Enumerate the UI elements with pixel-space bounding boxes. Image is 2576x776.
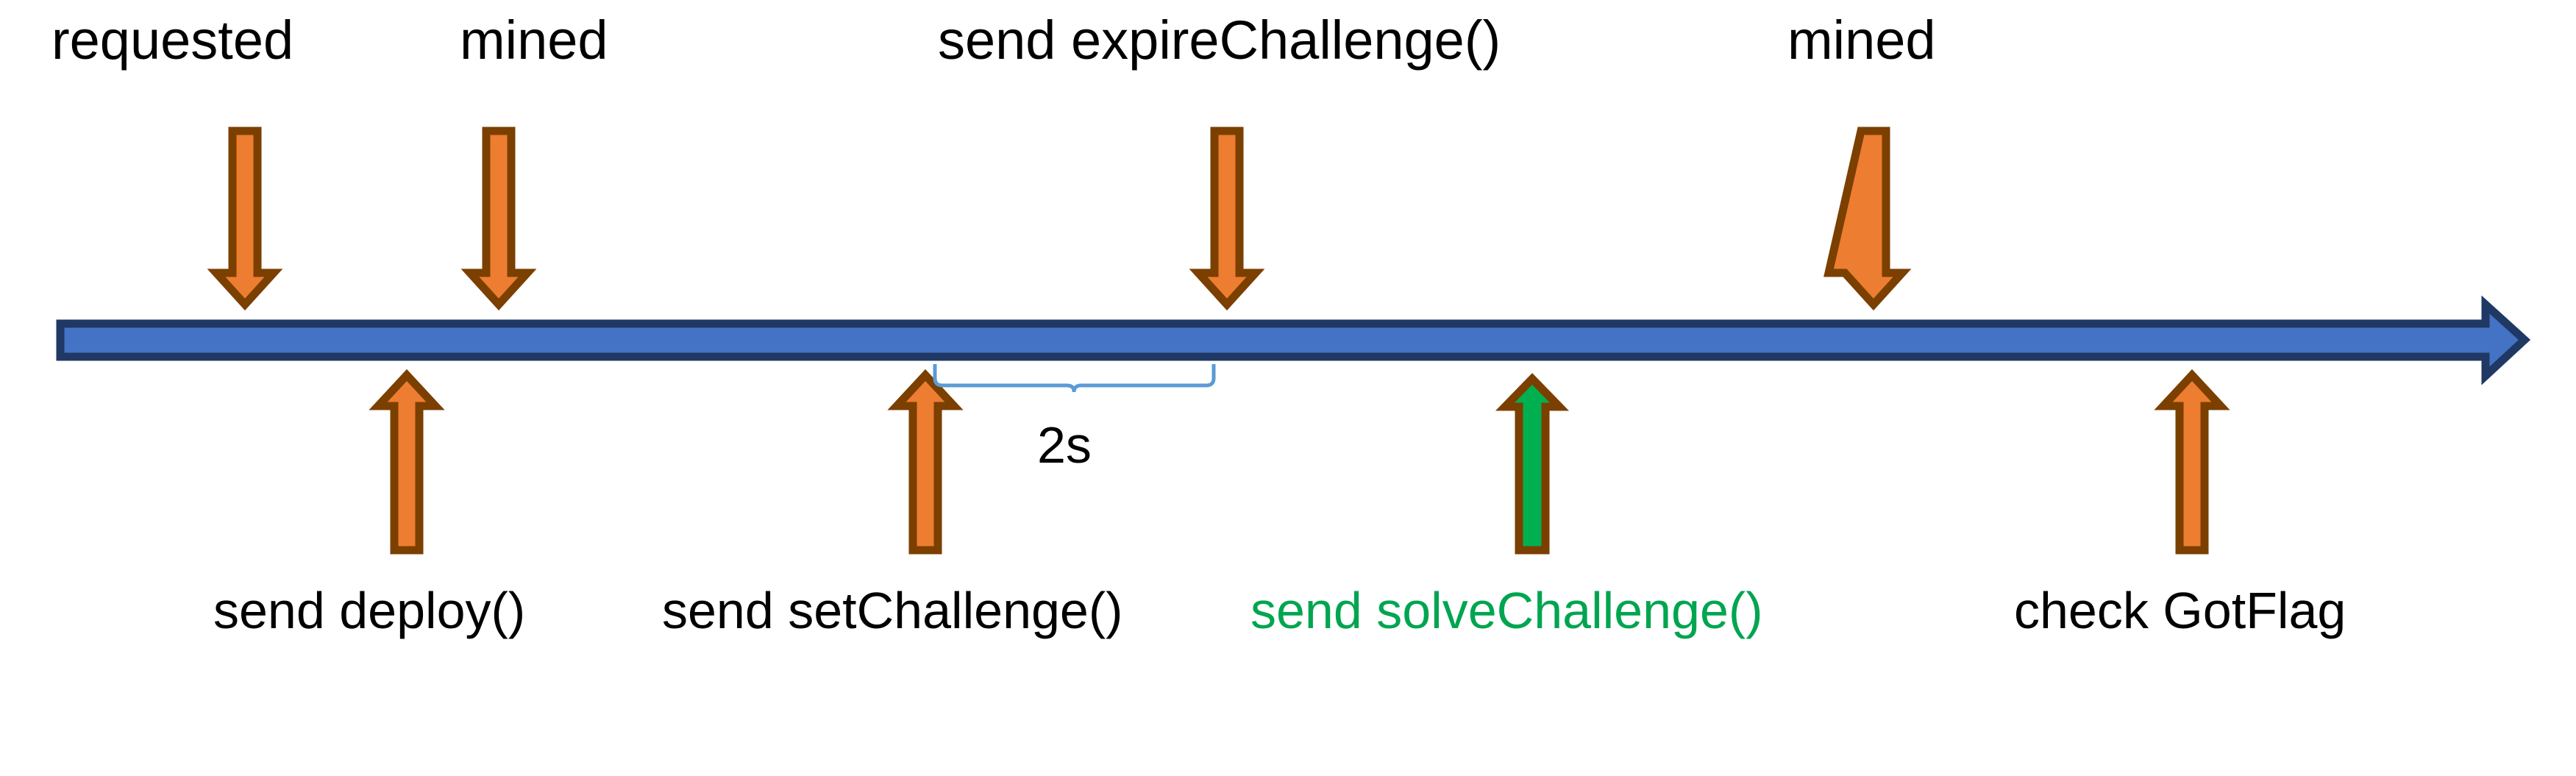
event-label-send-set-challenge: send setChallenge() (662, 582, 1123, 639)
event-label-check-got-flag: check GotFlag (2014, 582, 2346, 639)
down-arrow-send-expire-challenge (1189, 127, 1265, 311)
main-timeline-arrow (56, 295, 2531, 385)
up-arrow-check-got-flag (2154, 369, 2230, 555)
event-label-requested: requested (51, 10, 294, 71)
up-arrow-send-deploy (369, 369, 445, 555)
event-label-send-expire-challenge: send expireChallenge() (938, 10, 1501, 71)
event-label-mined-2: mined (1787, 10, 1936, 71)
event-label-send-deploy: send deploy() (213, 582, 526, 639)
down-arrow-mined-2 (1824, 127, 1912, 311)
event-label-mined-1: mined (460, 10, 608, 71)
up-arrow-send-solve-challenge (1495, 373, 1570, 555)
down-arrow-requested (207, 127, 283, 311)
event-label-send-solve-challenge: send solveChallenge() (1250, 582, 1763, 639)
down-arrow-mined-1 (460, 127, 537, 311)
up-arrow-send-set-challenge (887, 369, 964, 555)
duration-label-2s: 2s (1037, 416, 1092, 474)
duration-brace-2s (933, 364, 1216, 393)
